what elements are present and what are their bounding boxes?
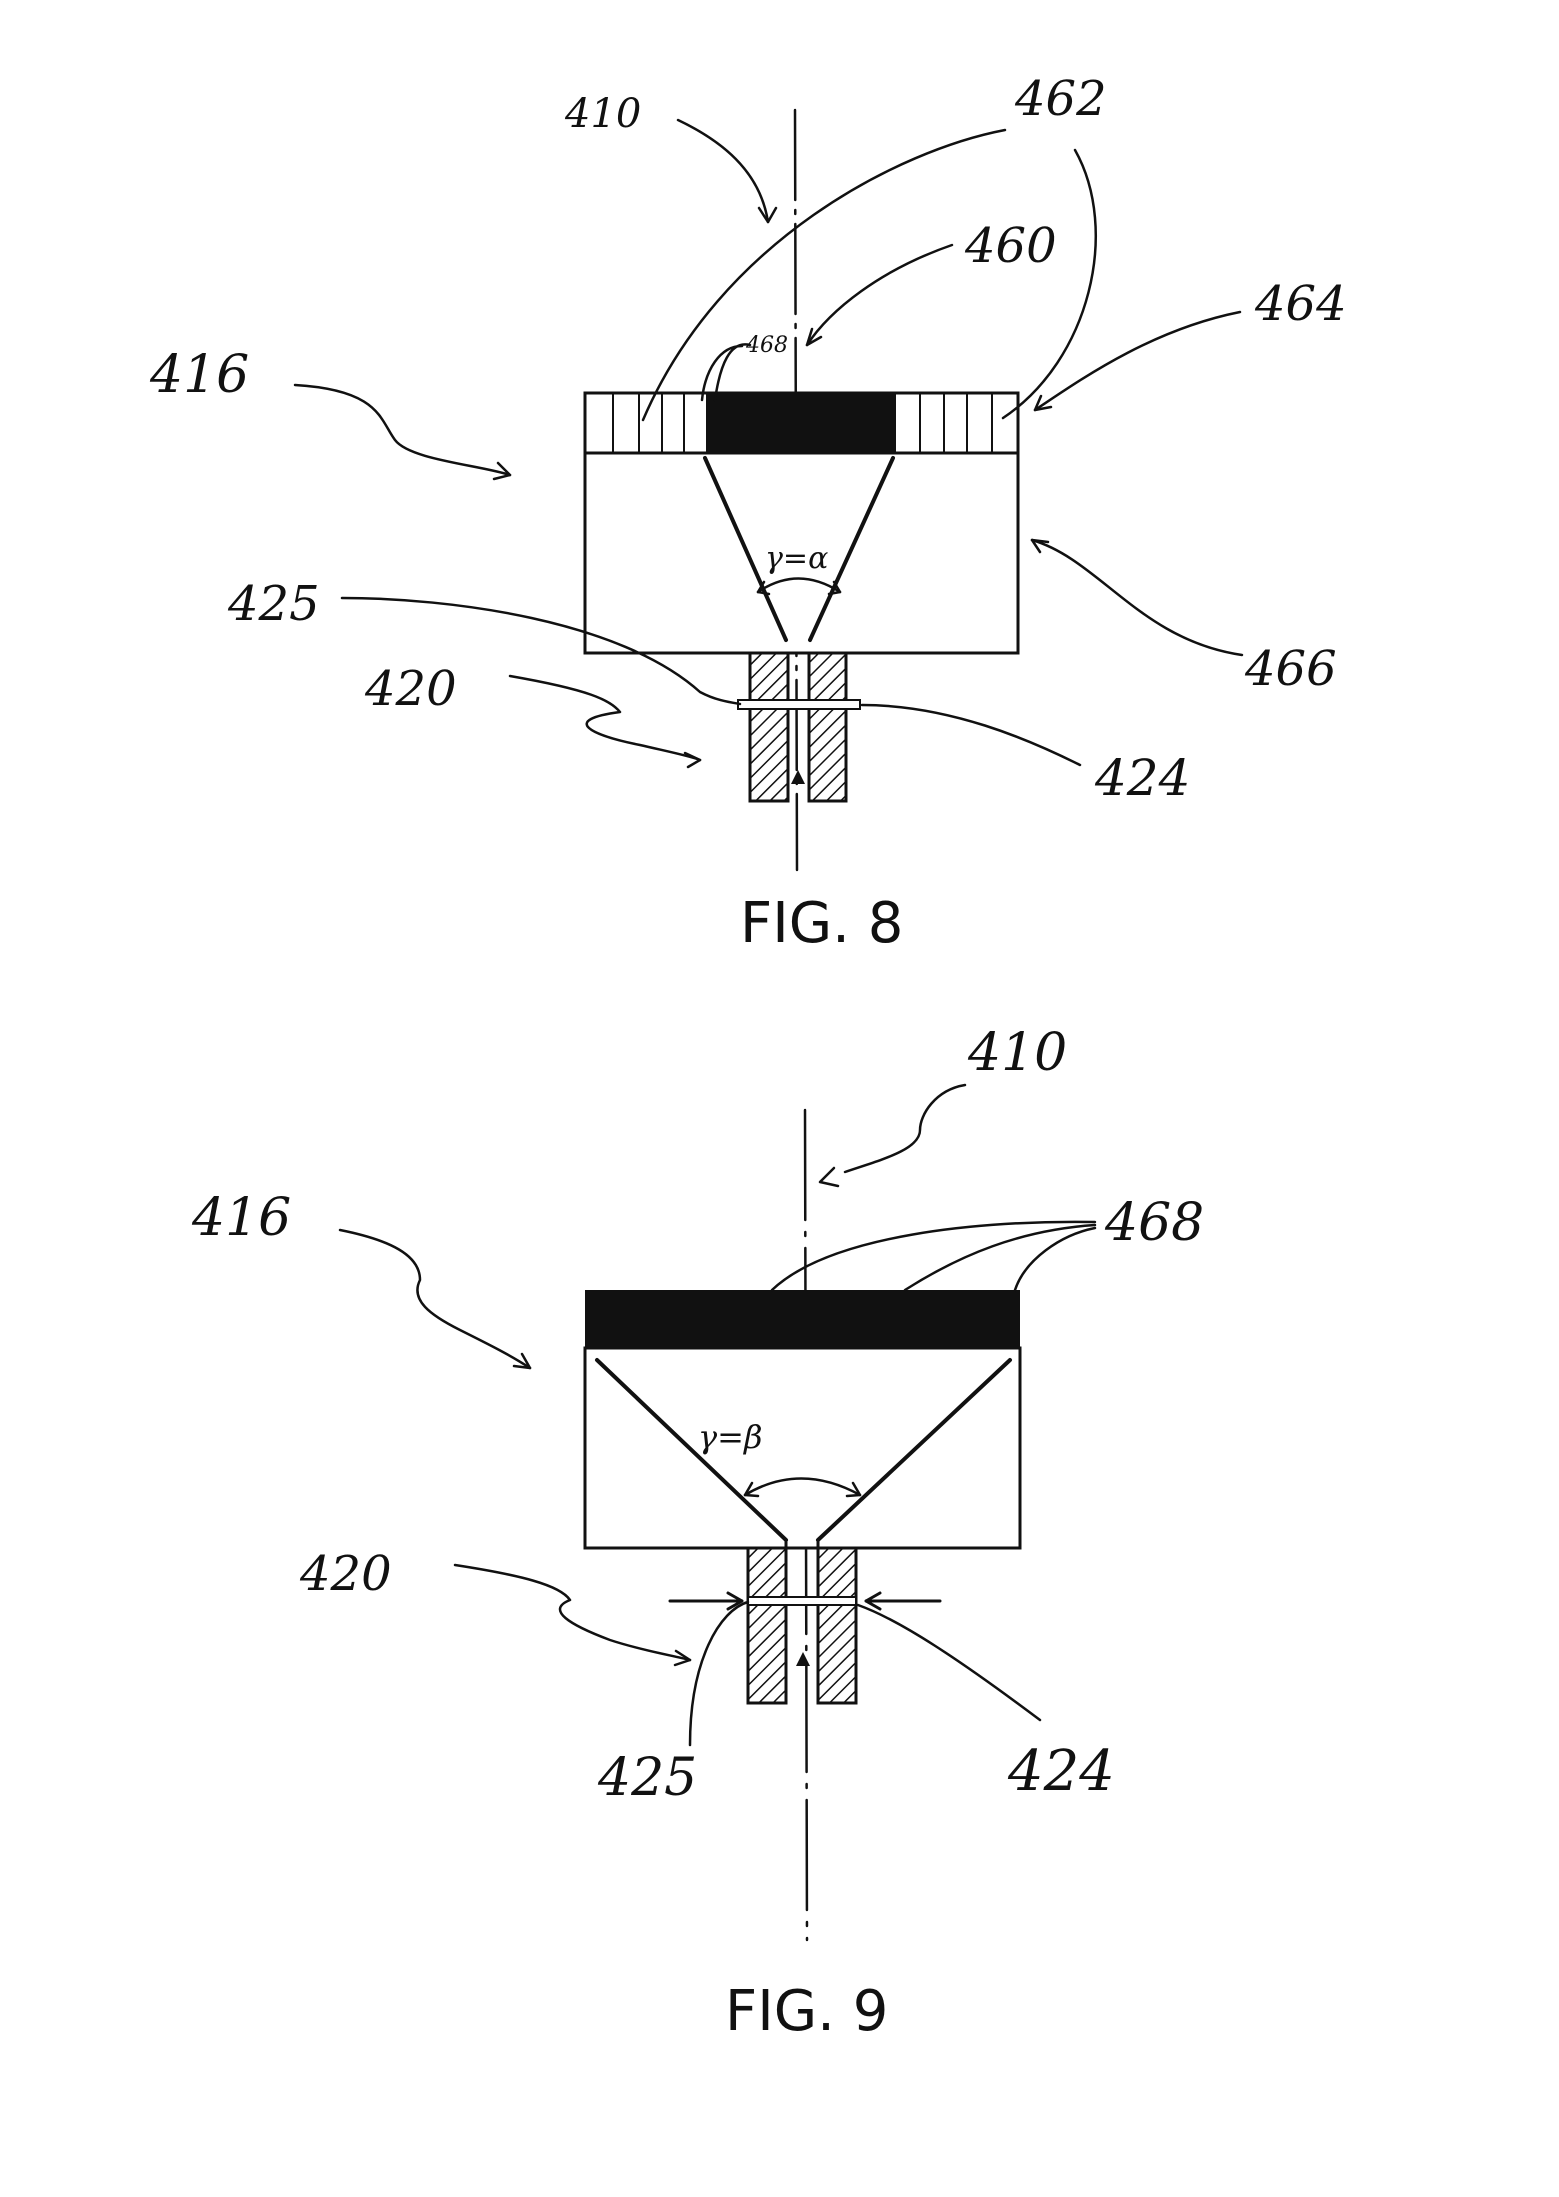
fig8-label-466: 466 (1244, 641, 1337, 697)
fig9-label-468: 468 (1104, 1193, 1204, 1253)
fig8-label-460: 460 (964, 218, 1057, 274)
fig9-arrow-right (866, 1593, 940, 1609)
fig8-orifice-left-wall (750, 653, 788, 801)
fig8-label-cone-angle: γ=α (765, 541, 828, 576)
fig8-leader-462b (1003, 150, 1096, 418)
fig8-label-425: 425 (227, 576, 320, 632)
fig9-leader-425 (690, 1602, 748, 1745)
fig9-label-420: 420 (299, 1546, 392, 1602)
fig9-arrow-left (670, 1593, 742, 1609)
fig8-label-468: 468 (745, 333, 788, 358)
fig8-leader-424 (862, 705, 1080, 765)
fig8-center-element (706, 393, 896, 453)
fig9-gap-band (748, 1597, 856, 1605)
fig8-caption: FIG. 8 (740, 891, 903, 956)
fig8-leader-460 (807, 245, 952, 345)
fig9-leader-468b (905, 1225, 1095, 1290)
fig9-leader-410 (845, 1085, 965, 1172)
fig8-leader-464 (1035, 312, 1240, 410)
fig8-leader-420 (510, 676, 700, 760)
fig9-element-strip (585, 1290, 1020, 1348)
fig9-flow-arrow (796, 1652, 810, 1666)
fig8-label-424: 424 (1094, 749, 1190, 807)
fig8-label-416: 416 (149, 345, 249, 405)
fig8-flow-arrow (791, 770, 805, 784)
fig9-leader-468c (1015, 1228, 1095, 1290)
fig9-leader-420 (455, 1565, 690, 1660)
fig9-label-424: 424 (1007, 1739, 1115, 1804)
fig8-label-410: 410 (564, 91, 641, 137)
fig9-label-425: 425 (597, 1748, 697, 1808)
fig9-leader-416 (340, 1230, 530, 1368)
fig9-label-cone-angle: γ=β (698, 1418, 762, 1456)
fig8-label-462: 462 (1014, 71, 1107, 127)
fig9-orifice-right-wall (818, 1548, 856, 1703)
fig9-leader-424 (858, 1605, 1040, 1720)
fig9-caption: FIG. 9 (725, 1979, 888, 2044)
fig9-orifice-left-wall (748, 1548, 786, 1703)
fig8-orifice-right-wall (809, 653, 846, 801)
fig8-label-464: 464 (1254, 276, 1347, 332)
fig8-label-420: 420 (364, 661, 457, 717)
fig9-label-410: 410 (967, 1023, 1067, 1083)
figure-8: 410 462 460 464 468 416 γ=α 425 466 420 … (149, 71, 1347, 956)
fig8-leader-410 (678, 120, 768, 222)
fig8-leader-466 (1032, 540, 1242, 655)
fig8-leader-462a (643, 130, 1005, 420)
fig8-gap-band (738, 700, 860, 709)
figure-9: 410 416 468 γ=β 420 425 424 FIG. 9 (191, 1023, 1204, 2044)
fig8-leader-416 (295, 385, 510, 475)
fig9-housing (585, 1348, 1020, 1548)
fig9-label-416: 416 (191, 1188, 291, 1248)
